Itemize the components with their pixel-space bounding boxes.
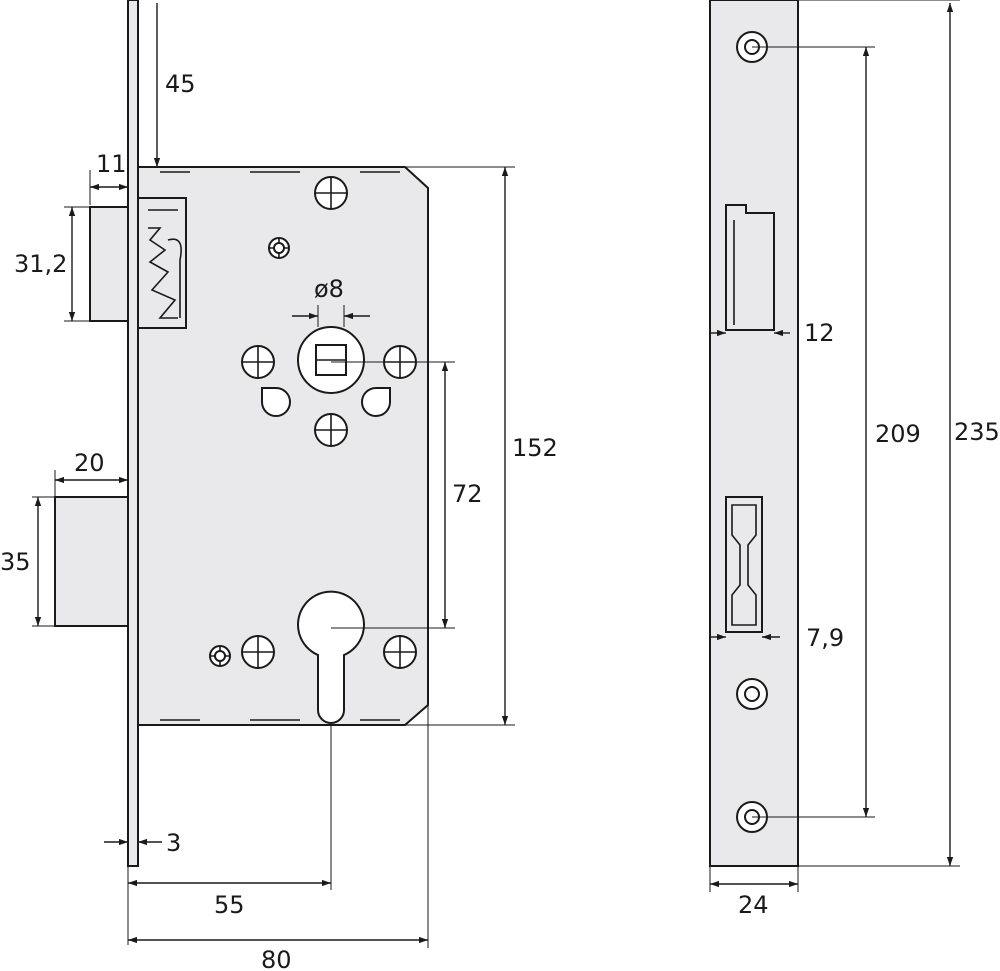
mounting-hole-left bbox=[241, 345, 275, 379]
bolt-opening bbox=[725, 496, 763, 633]
dead-bolt bbox=[54, 496, 131, 627]
faceplate-front bbox=[709, 0, 799, 867]
latch-bolt bbox=[89, 206, 131, 322]
mounting-hole-lower-left bbox=[241, 635, 275, 669]
mounting-hole-below-spindle bbox=[314, 413, 348, 447]
dim-label-diameter-8: ø8 bbox=[314, 275, 344, 303]
faceplate-side bbox=[127, 0, 139, 867]
lock-side-view bbox=[54, 0, 429, 867]
latch-opening bbox=[725, 204, 775, 331]
dim-label-20: 20 bbox=[74, 449, 105, 477]
dim-label-45: 45 bbox=[165, 70, 196, 98]
dim-label-3: 3 bbox=[166, 829, 181, 857]
dim-label-235: 235 bbox=[954, 418, 1000, 446]
faceplate-screw-middle bbox=[736, 678, 768, 710]
dimension-labels: 45 11 31,2 ø8 20 35 72 152 3 55 80 12 7,… bbox=[0, 70, 1000, 971]
dim-label-55: 55 bbox=[214, 891, 245, 919]
faceplate-front-view bbox=[709, 0, 799, 867]
dim-label-31-2: 31,2 bbox=[14, 250, 67, 278]
dim-label-72: 72 bbox=[452, 480, 483, 508]
cylinder-profile-hole bbox=[297, 590, 365, 724]
dim-label-35: 35 bbox=[0, 548, 31, 576]
mounting-hole-top bbox=[314, 176, 348, 210]
dim-label-11: 11 bbox=[96, 150, 127, 178]
slot-left bbox=[261, 387, 291, 417]
small-screw-upper bbox=[268, 237, 290, 259]
dim-label-209: 209 bbox=[875, 420, 921, 448]
dim-label-152: 152 bbox=[512, 434, 558, 462]
dim-label-12: 12 bbox=[804, 319, 835, 347]
dimension-lines bbox=[32, 0, 960, 948]
small-screw-lower bbox=[209, 645, 231, 667]
dim-label-7-9: 7,9 bbox=[806, 624, 844, 652]
mounting-hole-lower-right bbox=[383, 635, 417, 669]
slot-right bbox=[361, 387, 391, 417]
latch-mechanism bbox=[137, 197, 187, 329]
dim-label-80: 80 bbox=[261, 946, 292, 971]
spindle-hub bbox=[297, 326, 365, 394]
dim-label-24: 24 bbox=[738, 891, 769, 919]
